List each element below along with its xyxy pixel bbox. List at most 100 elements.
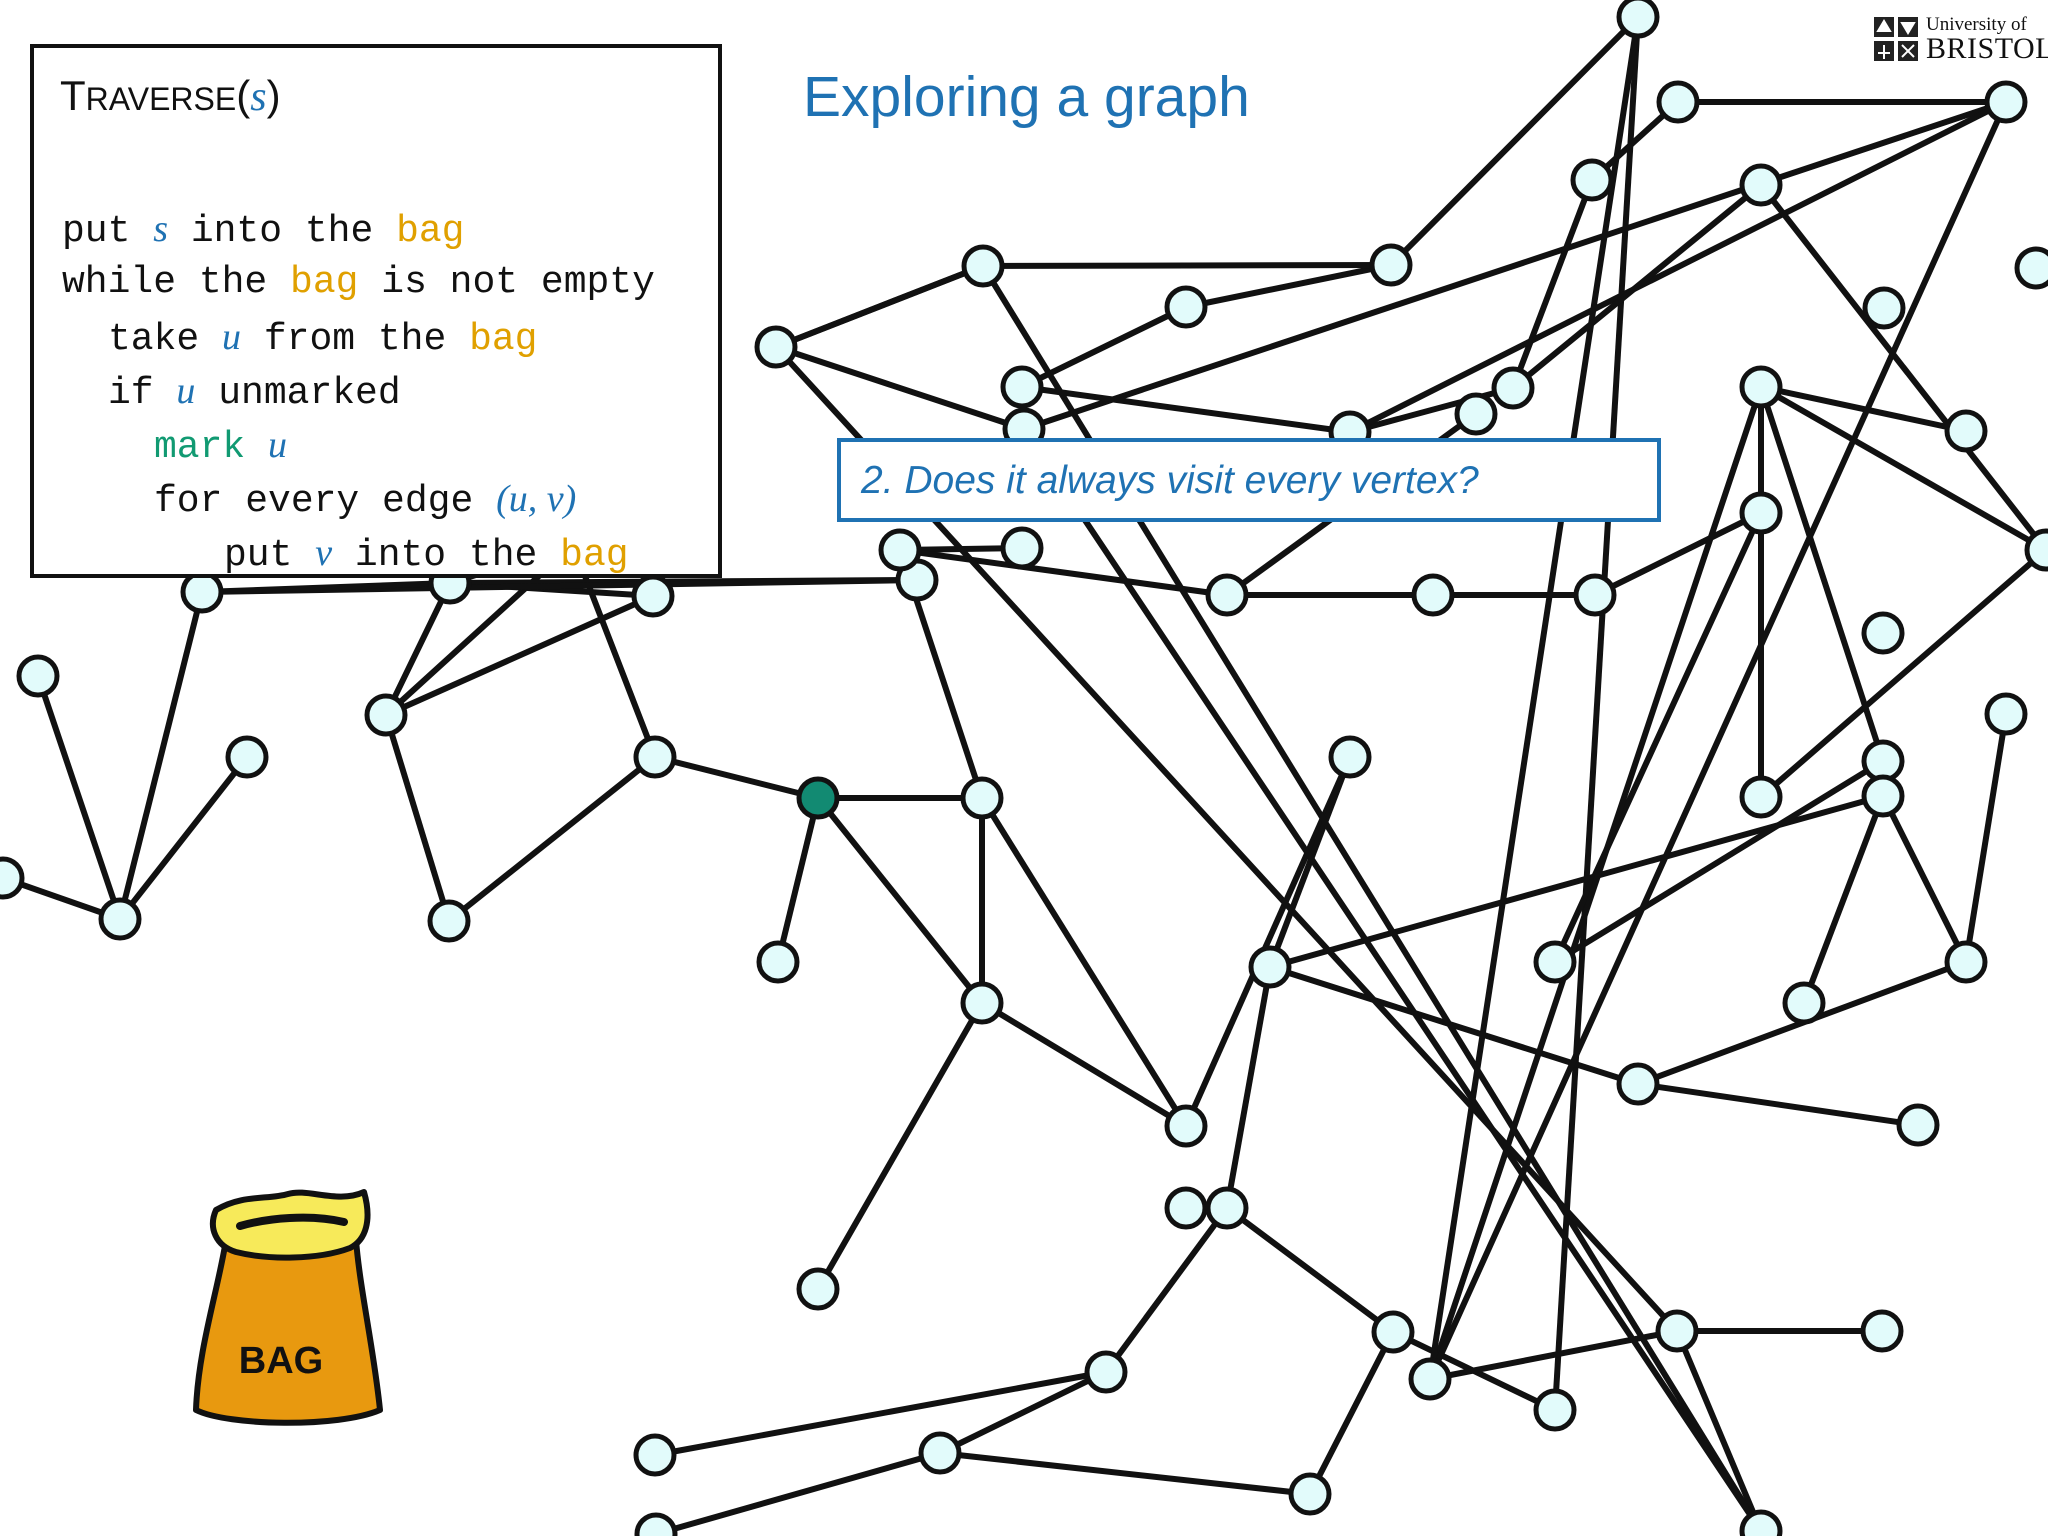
graph-edge bbox=[654, 754, 819, 801]
graph-vertex bbox=[1861, 774, 1905, 818]
graph-vertex bbox=[2014, 246, 2048, 290]
graph-vertex bbox=[1739, 365, 1783, 409]
graph-vertex bbox=[1000, 365, 1044, 409]
graph-edge bbox=[1023, 99, 2007, 432]
graph-vertex bbox=[1164, 1186, 1208, 1230]
graph-edge bbox=[775, 797, 821, 963]
graph-vertex bbox=[364, 693, 408, 737]
graph-vertex bbox=[1616, 1062, 1660, 1106]
graph-edge bbox=[1021, 384, 1351, 435]
graph-vertex bbox=[1739, 163, 1783, 207]
graph-vertex bbox=[631, 574, 675, 618]
graph-vertex bbox=[1861, 611, 1905, 655]
university-logo: University of BRISTOL bbox=[1872, 12, 2048, 68]
logo-line-2: BRISTOL bbox=[1926, 32, 2048, 65]
graph-vertex bbox=[1164, 285, 1208, 329]
graph-vertex bbox=[960, 776, 1004, 820]
graph-edge bbox=[35, 675, 123, 920]
graph-edge bbox=[201, 580, 451, 595]
graph-vertex bbox=[1533, 1388, 1577, 1432]
graph-edge bbox=[1427, 386, 1764, 1380]
graph-edge bbox=[1760, 384, 1967, 434]
graph-vertex bbox=[1454, 392, 1498, 436]
algo-line: take u from the bag bbox=[108, 310, 538, 364]
graph-edge bbox=[774, 263, 985, 350]
graph-edge bbox=[980, 1000, 1188, 1129]
graph-vertex bbox=[1862, 286, 1906, 330]
variable-token: (u, v) bbox=[496, 478, 577, 520]
graph-edge bbox=[447, 754, 657, 924]
graph-edge bbox=[1758, 386, 1886, 762]
graph-vertex bbox=[1491, 366, 1535, 410]
graph-vertex bbox=[1408, 1357, 1452, 1401]
graph-vertex bbox=[1205, 1186, 1249, 1230]
graph-vertex bbox=[1371, 1310, 1415, 1354]
code-token: from the bbox=[241, 318, 470, 361]
mark-keyword: mark bbox=[154, 426, 246, 469]
graph-edge bbox=[1020, 304, 1188, 390]
algorithm-box: TRAVERSE(s) put s into the bag while the… bbox=[30, 44, 722, 578]
graph-edge bbox=[1427, 100, 2009, 1381]
graph-edge bbox=[1269, 964, 1639, 1087]
graph-edge bbox=[1021, 427, 1764, 1533]
variable-token: u bbox=[268, 424, 288, 466]
graph-vertex bbox=[1248, 945, 1292, 989]
code-token: if bbox=[108, 372, 177, 415]
logo-line-1: University of bbox=[1926, 14, 2027, 35]
graph-edge bbox=[1224, 966, 1273, 1209]
graph-vertex bbox=[1984, 692, 2028, 736]
graph-vertex bbox=[1861, 739, 1905, 783]
graph-edge bbox=[979, 796, 1189, 1128]
graph-edge bbox=[1880, 794, 1969, 964]
code-token: into the bbox=[332, 534, 561, 577]
graph-vertex bbox=[1369, 243, 1413, 287]
graph-vertex bbox=[1205, 573, 1249, 617]
bag-label: BAG bbox=[238, 1340, 324, 1382]
graph-edge bbox=[384, 593, 655, 718]
graph-edge bbox=[982, 262, 1392, 269]
algo-line: put v into the bag bbox=[224, 526, 629, 580]
crest-icon bbox=[1874, 17, 1918, 61]
algorithm-name: TRAVERSE(s) bbox=[60, 72, 281, 120]
graph-edge bbox=[939, 1450, 1311, 1497]
graph-vertex bbox=[1944, 940, 1988, 984]
graph-edges bbox=[2, 14, 2048, 1536]
graph-vertex bbox=[1533, 940, 1577, 984]
graph-edge bbox=[1674, 1329, 1764, 1533]
graph-edge bbox=[1225, 1205, 1395, 1335]
algo-line: while the bag is not empty bbox=[62, 256, 655, 310]
graph-edge bbox=[1963, 713, 2009, 963]
graph-vertex bbox=[1944, 409, 1988, 453]
graph-vertex bbox=[1739, 491, 1783, 535]
graph-vertex bbox=[633, 1433, 677, 1477]
question-box: 2. Does it always visit every vertex? bbox=[837, 438, 1661, 522]
graph-vertex bbox=[1984, 80, 2028, 124]
graph-edge bbox=[117, 755, 250, 921]
algo-line: put s into the bag bbox=[62, 202, 464, 256]
graph-edge bbox=[815, 1001, 985, 1291]
algorithm-name-initial: T bbox=[60, 72, 86, 119]
code-token: put bbox=[62, 210, 154, 253]
bag-icon bbox=[193, 1189, 383, 1426]
current-vertex bbox=[796, 776, 840, 820]
graph-edge bbox=[1593, 510, 1763, 598]
graph-vertex bbox=[16, 654, 60, 698]
graph-vertex bbox=[1656, 80, 1700, 124]
code-token: while the bbox=[62, 261, 291, 304]
question-text: 2. Does it always visit every vertex? bbox=[861, 459, 1479, 502]
graph-edge bbox=[1388, 14, 1641, 268]
graph-vertex bbox=[633, 735, 677, 779]
graph-vertex bbox=[1655, 1309, 1699, 1353]
graph-vertex bbox=[634, 1512, 678, 1536]
graph-edge bbox=[938, 1369, 1108, 1456]
graph-vertex bbox=[961, 244, 1005, 288]
page-title: Exploring a graph bbox=[803, 65, 1250, 129]
variable-token: u bbox=[176, 370, 196, 412]
graph-vertex bbox=[1000, 526, 1044, 570]
graph-edge bbox=[1552, 511, 1764, 964]
graph-edge bbox=[1103, 1206, 1230, 1374]
graph-edge bbox=[1801, 794, 1886, 1005]
graph-vertex bbox=[1084, 1350, 1128, 1394]
code-token: is not empty bbox=[358, 261, 655, 304]
